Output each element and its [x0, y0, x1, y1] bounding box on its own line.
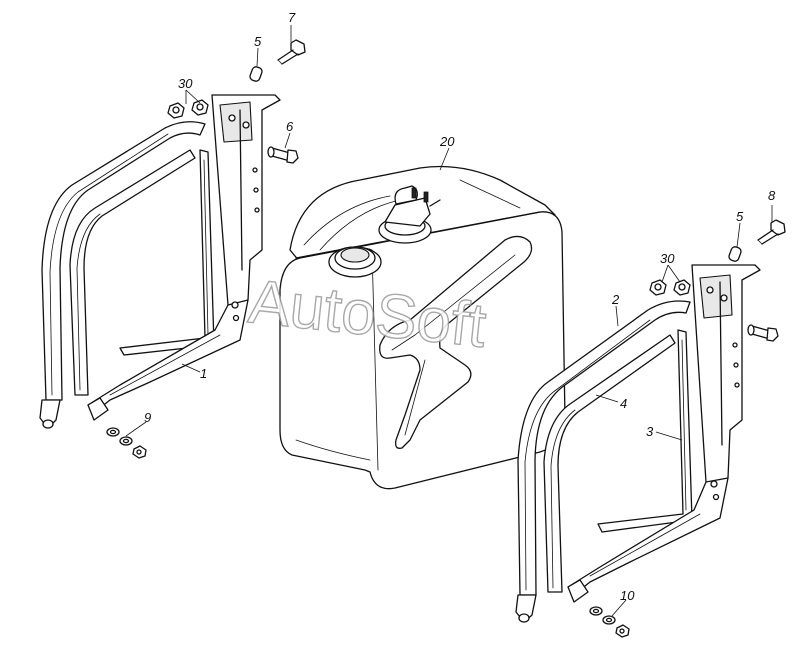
- washers-9-icon: [106, 427, 147, 459]
- callout-8: 8: [768, 188, 776, 203]
- callout-10: 10: [620, 588, 635, 603]
- fuel-tank-20: [279, 165, 566, 490]
- callout-4: 4: [620, 396, 627, 411]
- callout-30-right: 30: [660, 251, 675, 266]
- right-frame-strap-assembly: [515, 264, 761, 623]
- nut-30-left-icon: [167, 99, 209, 119]
- callout-30-left: 30: [178, 76, 193, 91]
- pin-5-right-icon: [728, 246, 742, 262]
- filler-cap-icon: [328, 246, 382, 278]
- callout-6: 6: [286, 119, 294, 134]
- callout-2: 2: [611, 292, 620, 307]
- bolt-6-icon: [267, 146, 299, 164]
- right-hardware: [589, 219, 786, 638]
- callout-labels: 7 5 6 30 20 1 9 8 5 30 2 4 3 10: [144, 10, 776, 603]
- callout-5-right: 5: [736, 209, 744, 224]
- bolt-7-icon: [277, 39, 306, 65]
- callout-7: 7: [288, 10, 296, 25]
- bolt-right-icon: [747, 324, 779, 342]
- left-frame-strap-assembly: [39, 94, 281, 429]
- pin-5-icon: [249, 66, 263, 82]
- callout-3: 3: [646, 424, 654, 439]
- callout-5-left: 5: [254, 34, 262, 49]
- callout-9: 9: [144, 410, 151, 425]
- nut-30-right-icon: [649, 279, 691, 296]
- bolt-8-icon: [757, 219, 786, 245]
- left-hardware: [106, 39, 306, 459]
- callout-1: 1: [200, 366, 207, 381]
- leader-lines: [125, 25, 773, 617]
- fuel-sender-icon: [378, 185, 441, 244]
- callout-20: 20: [439, 134, 455, 149]
- washers-10-icon: [589, 606, 630, 638]
